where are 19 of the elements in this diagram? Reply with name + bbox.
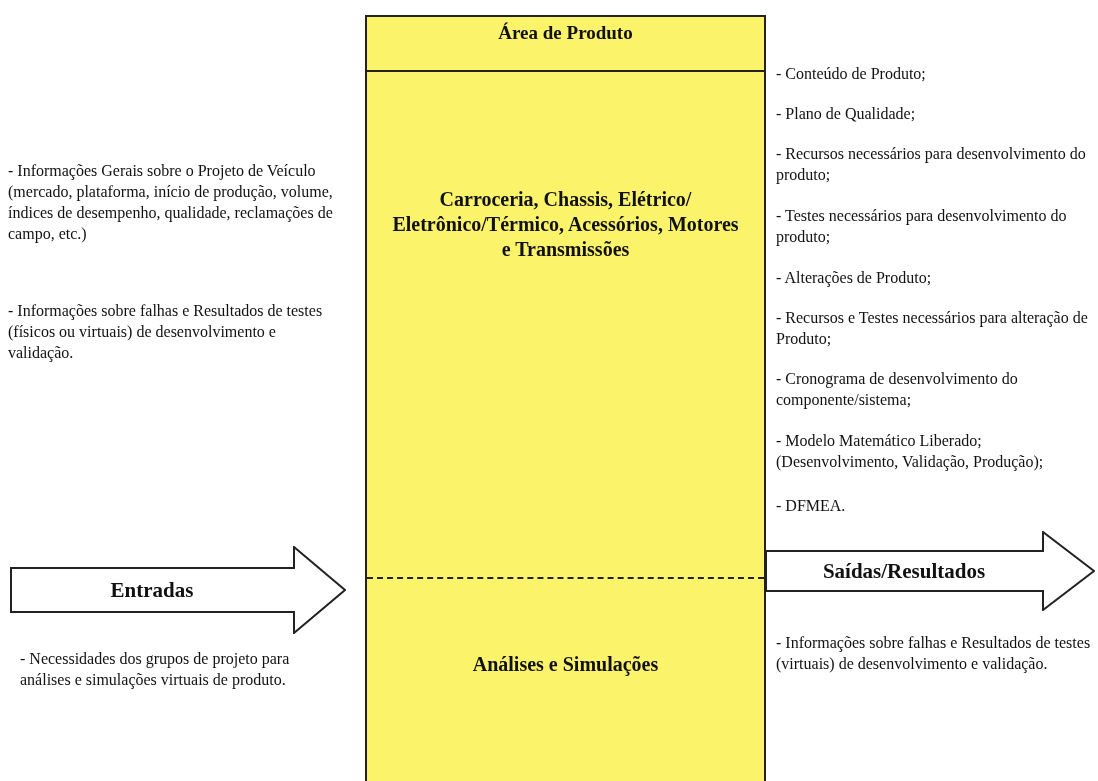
note-text: - Cronograma de desenvolvimento do componente/sistema; (776, 369, 1019, 410)
panel (365, 15, 766, 781)
panel-header: Área de Produto (497, 21, 634, 45)
section-title: Análises e Simulações (387, 652, 744, 677)
note-text: - Recursos e Testes necessários para alteração de Produto; (776, 308, 1089, 349)
note-text: - Alterações de Produto; (776, 268, 933, 288)
note-text: - DFMEA. (776, 496, 847, 516)
note-text: - Modelo Matemático Liberado; (Desenvolvimento, Validação, Produção); (776, 431, 1045, 472)
note-text: - Recursos necessários para desenvolvimento do produto; (776, 144, 1087, 185)
section-title: Carroceria, Chassis, Elétrico/ Eletrônico/Térmico, Acessórios, Motores e Transmissões (387, 187, 744, 262)
note-text: - Informações sobre falhas e Resultados de testes (virtuais) de desenvolvimento e validação. (776, 633, 1092, 674)
note-text: - Informações Gerais sobre o Projeto de Veículo (mercado, plataforma, início de produção, volume, índices de desempenho, qualidade, reclamações de campo, etc.) (8, 161, 334, 244)
note-text: - Necessidades dos grupos de projeto para análises e simulações virtuais de produto. (20, 649, 291, 690)
note-text: - Conteúdo de Produto; (776, 64, 927, 84)
note-text: - Plano de Qualidade; (776, 104, 917, 124)
arrow-label: Saídas/Resultados (821, 558, 987, 584)
arrow-label: Entradas (109, 577, 195, 603)
note-text: - Informações sobre falhas e Resultados de testes (físicos ou virtuais) de desenvolvimento e validação. (8, 301, 324, 363)
note-text: - Testes necessários para desenvolvimento do produto; (776, 206, 1068, 247)
